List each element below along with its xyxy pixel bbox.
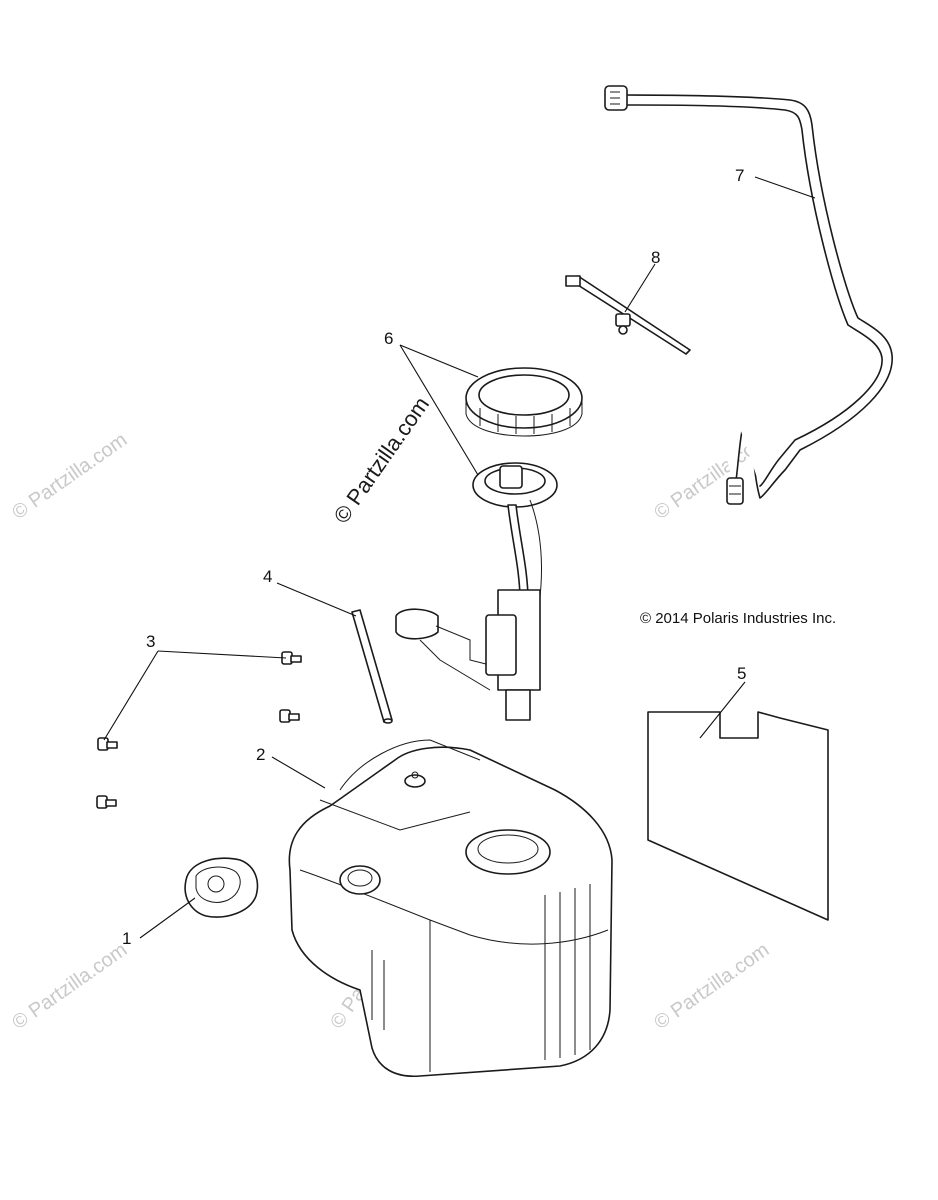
copyright-notice: © 2014 Polaris Industries Inc. <box>640 610 836 627</box>
callout-7[interactable]: 7 <box>735 166 744 185</box>
tank-pump-opening <box>465 829 551 875</box>
bolt-d <box>96 795 117 809</box>
part-2-fuel-tank[interactable] <box>288 739 613 1078</box>
vent-hose-end-fitting <box>604 85 628 111</box>
callout-3[interactable]: 3 <box>146 632 155 651</box>
tank-vent-port <box>404 771 426 788</box>
leader-3b <box>103 650 159 741</box>
part-1-fuel-cap[interactable] <box>184 857 259 918</box>
callout-2[interactable]: 2 <box>256 745 265 764</box>
callout-6[interactable]: 6 <box>384 329 393 348</box>
leader-8 <box>624 263 656 313</box>
leader-6b <box>399 344 479 476</box>
watermark-center: © Partzilla.com <box>329 392 435 528</box>
bolt-b <box>279 709 300 723</box>
part-4-tube[interactable] <box>351 609 393 724</box>
leader-lines <box>103 176 816 939</box>
leader-6a <box>399 344 479 378</box>
callout-4[interactable]: 4 <box>263 567 272 586</box>
callout-labels: 1 2 3 4 5 6 7 8 <box>122 166 746 948</box>
callout-5[interactable]: 5 <box>737 664 746 683</box>
bolt-a <box>281 651 302 665</box>
watermark-left-top: © Partzilla.com <box>8 429 131 524</box>
bolt-c <box>97 737 118 751</box>
leader-3a <box>157 650 287 659</box>
vent-hose-valve <box>726 477 744 505</box>
callout-8[interactable]: 8 <box>651 248 660 267</box>
part-5-pad[interactable] <box>647 711 829 921</box>
tank-filler-neck <box>339 865 381 895</box>
leader-7 <box>754 176 816 199</box>
part-3-bolts[interactable] <box>96 651 302 809</box>
leader-1 <box>139 897 196 939</box>
part-6-lock-ring[interactable] <box>465 367 583 437</box>
part-8-strap[interactable] <box>565 275 691 355</box>
leader-4 <box>276 582 357 617</box>
part-7-vent-hose[interactable] <box>604 85 893 505</box>
leader-2 <box>271 756 326 789</box>
leader-5 <box>699 681 746 739</box>
part-6-fuel-pump[interactable] <box>395 462 558 721</box>
callout-1[interactable]: 1 <box>122 929 131 948</box>
watermark-left-bottom: © Partzilla.com <box>8 939 131 1034</box>
watermark-right-bottom: © Partzilla.com <box>650 939 773 1034</box>
